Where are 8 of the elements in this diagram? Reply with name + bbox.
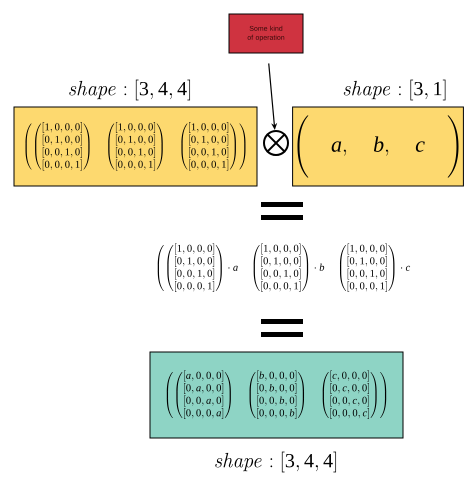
shape-label: $\mathit{shape}:[3,4,4]$ (69, 80, 190, 100)
formula: $\left(\begin{pmatrix}[1,0,0,0]\\{}[0,1,0,0]\\{}[0,0,1,0]\\{}[0,0,0,1]\end{pmatrix}\cdot a\quad\begin{pmatrix}[1,0,0,0]\\{}[0,1,0,0]\\{}[0,0,1,0]\\{}[0,0,0,1]\end{pmatrix}\cdot b\quad\begin{pmatrix}[1,0,0,0]\\{}[0,1,0,0]\\{}[0,0,1,0]\\{}[0,0,0,1]\end{pmatrix}\cdot c\right.$ (158, 244, 410, 292)
matrix-box: $\left(\begin{pmatrix}[a,0,0,0]\\{}[0,a,0,0]\\{}[0,0,a,0]\\{}[0,0,0,a]\end{pmatrix}\quad\begin{pmatrix}[b,0,0,0]\\{}[0,b,0,0]\\{}[0,0,b,0]\\{}[0,0,0,b]\end{pmatrix}\quad\begin{pmatrix}[c,0,0,0]\\{}[0,c,0,0]\\{}[0,0,c,0]\\{}[0,0,0,c]\end{pmatrix}\right)$ (150, 352, 404, 438)
shape-label: $\mathit{shape}:[3,4,4]$ (215, 452, 336, 472)
tensor-product-symbol (263, 130, 289, 156)
matrix-box: $\left(\begin{pmatrix}[1,0,0,0]\\{}[0,1,0,0]\\{}[0,0,1,0]\\{}[0,0,0,1]\end{pmatrix}\quad\begin{pmatrix}[1,0,0,0]\\{}[0,1,0,0]\\{}[0,0,1,0]\\{}[0,0,0,1]\end{pmatrix}\quad\begin{pmatrix}[1,0,0,0]\\{}[0,1,0,0]\\{}[0,0,1,0]\\{}[0,0,0,1]\end{pmatrix}\right)$ (14, 106, 258, 186)
matrix-box: $\Bigg(\quad a,\quad b,\quad c\quad\Bigg)$ (292, 106, 464, 186)
shape-label: $\mathit{shape}:[3,1]$ (344, 80, 446, 100)
